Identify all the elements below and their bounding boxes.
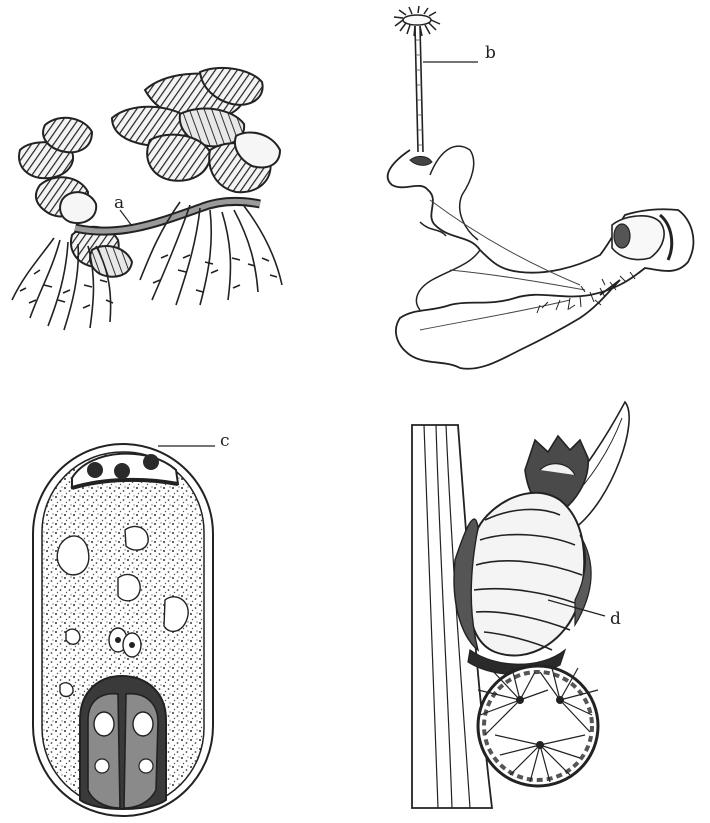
egg-apparatus — [80, 676, 166, 809]
spore-sphere — [478, 666, 598, 786]
panel-b-thallus: b — [388, 6, 694, 369]
antipodal-cell — [143, 454, 159, 470]
antipodal-cell — [114, 463, 130, 479]
label-a: a — [114, 193, 124, 213]
receptacle-disc — [394, 6, 440, 36]
sporangium-body — [468, 493, 584, 656]
panel-d-sporangium: d — [412, 402, 629, 808]
label-c: c — [220, 431, 230, 451]
synergid-left — [88, 694, 120, 808]
panel-a-plant-with-stolon: a — [12, 68, 282, 330]
right-rosette-leaf — [147, 135, 210, 181]
antipodal-cell — [87, 462, 103, 478]
synergid-right — [124, 694, 158, 808]
label-b: b — [485, 43, 496, 63]
left-rosette-leaf — [60, 192, 96, 223]
left-rosette-leaf — [43, 118, 92, 152]
label-d: d — [610, 609, 621, 629]
receptacle-stalk — [415, 26, 423, 152]
stolon-runner — [75, 201, 260, 231]
panel-c-embryo-sac: c — [33, 431, 230, 816]
left-bud-leaf — [90, 246, 132, 277]
